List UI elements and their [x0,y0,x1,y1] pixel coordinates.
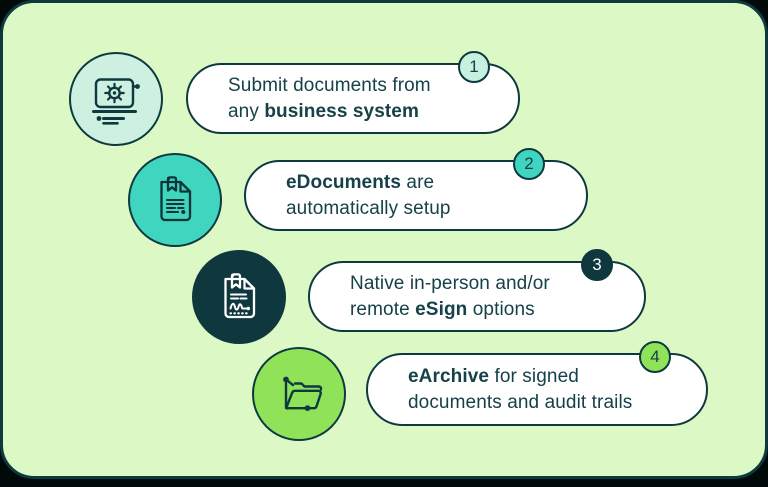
step-1-text-line-2: any business system [228,100,419,122]
step-2-bubble: 2 eDocuments are automatically setup [244,148,588,231]
step-3-text-line-2: remote eSign options [350,298,535,320]
step-2-text-line-2: automatically setup [286,197,451,219]
step-4-text-line-1: eArchive for signed [408,366,579,387]
step-3-number-badge: 3 [581,249,613,281]
step-4-text-line-2: documents and audit trails [408,391,633,413]
laptop-gear-icon [69,52,163,146]
step-1-bubble: 1 Submit documents from any business sys… [186,51,520,134]
signed-document-icon [192,250,286,344]
open-folder-icon [252,347,346,441]
step-2-number-badge: 2 [513,148,545,180]
step-3-text-line-1: Native in-person and/or [350,273,550,294]
step-1-number-badge: 1 [458,51,490,83]
step-4-number-badge: 4 [639,341,671,373]
step-2-text-line-1: eDocuments are [286,172,435,193]
step-3-bubble: 3 Native in-person and/or remote eSign o… [308,249,646,332]
step-1-text-line-1: Submit documents from [228,75,431,96]
step-4-bubble: 4 eArchive for signed documents and audi… [366,341,708,426]
document-bookmark-icon [128,153,222,247]
